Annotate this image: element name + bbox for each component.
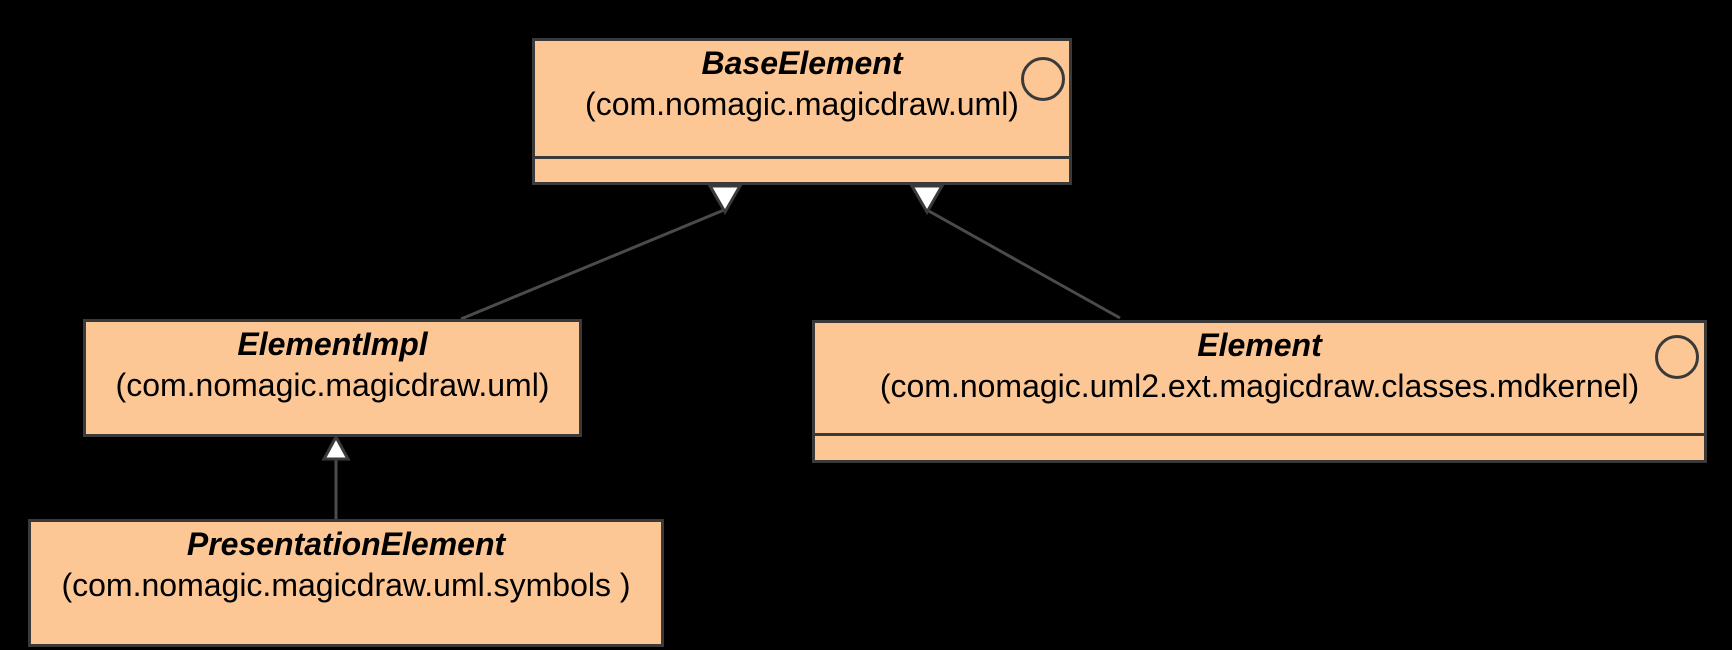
generalization-arrowhead-baseelement-left <box>707 184 743 216</box>
generalization-line-elementimpl-baseelement <box>460 208 725 321</box>
generalization-arrowhead-elementimpl <box>321 433 351 461</box>
class-name: PresentationElement <box>186 526 506 562</box>
name-compartment: BaseElement (com.nomagic.magicdraw.uml) <box>535 41 1069 156</box>
generalization-line-element-baseelement <box>926 208 1121 320</box>
class-name: BaseElement <box>701 45 903 81</box>
class-node-presentationelement[interactable]: PresentationElement (com.nomagic.magicdr… <box>28 519 664 647</box>
class-node-elementimpl[interactable]: ElementImpl (com.nomagic.magicdraw.uml) <box>83 319 582 437</box>
generalization-arrowhead-baseelement-right <box>909 184 945 216</box>
class-name: Element <box>1197 327 1322 363</box>
class-package: (com.nomagic.magicdraw.uml.symbols ) <box>61 567 631 603</box>
name-compartment: PresentationElement (com.nomagic.magicdr… <box>31 522 661 647</box>
attributes-compartment <box>535 156 1069 182</box>
class-name: ElementImpl <box>237 326 428 362</box>
class-node-element[interactable]: Element (com.nomagic.uml2.ext.magicdraw.… <box>812 320 1707 463</box>
name-compartment: ElementImpl (com.nomagic.magicdraw.uml) <box>86 322 579 437</box>
class-node-baseelement[interactable]: BaseElement (com.nomagic.magicdraw.uml) <box>532 38 1072 185</box>
attributes-compartment <box>815 433 1704 460</box>
class-package: (com.nomagic.magicdraw.uml) <box>585 86 1019 122</box>
interface-circle-icon <box>1655 335 1699 379</box>
class-package: (com.nomagic.magicdraw.uml) <box>115 367 550 403</box>
interface-circle-icon <box>1021 57 1065 101</box>
class-package: (com.nomagic.uml2.ext.magicdraw.classes.… <box>879 368 1640 404</box>
name-compartment: Element (com.nomagic.uml2.ext.magicdraw.… <box>815 323 1704 433</box>
